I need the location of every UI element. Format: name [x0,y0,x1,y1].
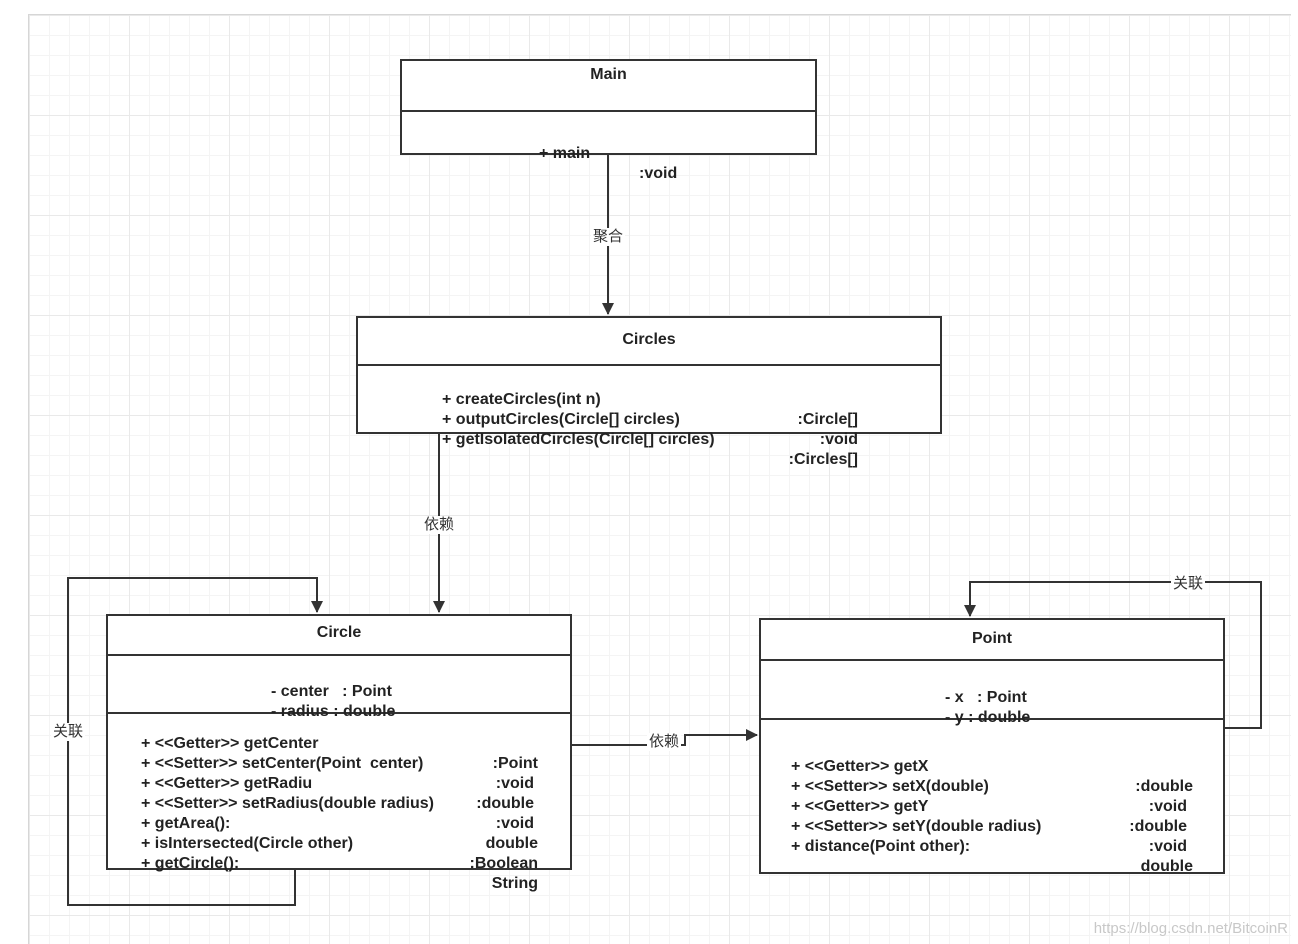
class-point-header: Point [761,620,1223,659]
label-circles-circle: 依赖 [422,516,457,534]
method-row: + main :void [402,124,815,182]
method-return: :Circles[] [788,451,858,468]
method-return: :double [1135,778,1193,795]
method-return: double [485,835,538,852]
method-row: + <<Getter>> getRadiu :double [108,754,570,812]
attribute-text: - y : double [945,709,1031,726]
method-row: + <<Getter>> getX :double [761,737,1223,795]
method-return: :double [1129,818,1187,835]
method-row: + <<Setter>> setCenter(Point center) :vo… [108,734,570,792]
class-name: Circle [316,624,362,641]
method-signature: + outputCircles(Circle[] circles) [442,411,680,428]
method-row: + <<Getter>> getCenter :Point [108,714,570,772]
method-row: + <<Setter>> setY(double radius) :void [761,797,1223,855]
method-signature: + getIsolatedCircles(Circle[] circles) [442,431,715,448]
edge-circle-self [67,577,323,906]
method-return: :double [476,795,534,812]
method-row: + distance(Point other): double [761,817,1223,875]
class-circle-header: Circle [108,616,570,654]
label-point-self: 关联 [1171,575,1206,593]
method-row: + <<Getter>> getY :double [761,777,1223,835]
method-return: :void [1148,798,1187,815]
class-circles-header: Circles [358,318,940,364]
method-signature: + getCircle(): [141,855,240,872]
attribute-text: - x : Point [945,689,1027,706]
method-signature: + <<Getter>> getRadiu [141,775,313,792]
method-return: :void [495,815,534,832]
attribute-row: - x : Point [761,668,1223,706]
method-row: + createCircles(int n) :Circle[] [358,370,940,428]
method-signature: + distance(Point other): [791,838,971,855]
method-return: :Circle[] [797,411,858,428]
method-return: double [1140,858,1193,875]
method-row: + <<Setter>> setRadius(double radius) :v… [108,774,570,832]
label-main-circles: 聚合 [591,228,626,246]
method-return: :void [1148,838,1187,855]
method-signature: + <<Getter>> getX [791,758,929,775]
class-circle[interactable]: Circle - center : Point - radius : doubl… [106,614,572,892]
class-main[interactable]: Main + main :void [400,59,817,182]
method-signature: + <<Setter>> setRadius(double radius) [141,795,434,812]
method-row: + getArea(): double [108,794,570,852]
method-row: + getIsolatedCircles(Circle[] circles) :… [358,410,940,468]
label-circle-point: 依赖 [647,733,682,751]
method-return: :void [819,431,858,448]
class-circles[interactable]: Circles + createCircles(int n) :Circle[]… [356,316,942,468]
class-main-methods: + main :void [402,110,815,182]
method-row: + getCircle(): String [108,834,570,892]
method-signature: + getArea(): [141,815,231,832]
class-point[interactable]: Point - x : Point - y : double + <<Gette… [759,618,1225,875]
method-row: + <<Setter>> setX(double) :void [761,757,1223,815]
method-signature: + <<Getter>> getCenter [141,735,319,752]
method-signature: + createCircles(int n) [442,391,601,408]
class-circle-attributes: - center : Point - radius : double [108,654,570,720]
class-name: Point [972,630,1012,647]
method-return: :void [639,165,678,182]
method-return: String [491,875,538,892]
class-name: Main [590,66,627,83]
method-signature: + main [539,145,591,162]
method-signature: + <<Setter>> setCenter(Point center) [141,755,424,772]
class-main-header: Main [402,61,815,110]
edge-circle-point [571,729,758,746]
label-circle-self: 关联 [51,723,86,741]
method-row: + isIntersected(Circle other) :Boolean [108,814,570,872]
method-signature: + <<Setter>> setY(double radius) [791,818,1042,835]
attribute-text: - center : Point [271,683,392,700]
method-signature: + <<Getter>> getY [791,798,929,815]
class-circles-methods: + createCircles(int n) :Circle[] + outpu… [358,364,940,468]
edge-point-self [964,581,1262,729]
class-point-attributes: - x : Point - y : double [761,659,1223,726]
attribute-row: - y : double [761,688,1223,726]
attribute-text: - radius : double [271,703,396,720]
method-return: :Point [492,755,538,772]
attribute-row: - radius : double [108,682,570,720]
class-circle-methods: + <<Getter>> getCenter :Point + <<Setter… [108,712,570,892]
class-name: Circles [622,331,676,348]
method-signature: + isIntersected(Circle other) [141,835,354,852]
method-return: :void [495,775,534,792]
class-point-methods: + <<Getter>> getX :double + <<Setter>> s… [761,718,1223,875]
method-row: + outputCircles(Circle[] circles) :void [358,390,940,448]
method-return: :Boolean [469,855,538,872]
attribute-row: - center : Point [108,662,570,700]
watermark: https://blog.csdn.net/BitcoinR [1093,920,1288,937]
method-signature: + <<Setter>> setX(double) [791,778,989,795]
